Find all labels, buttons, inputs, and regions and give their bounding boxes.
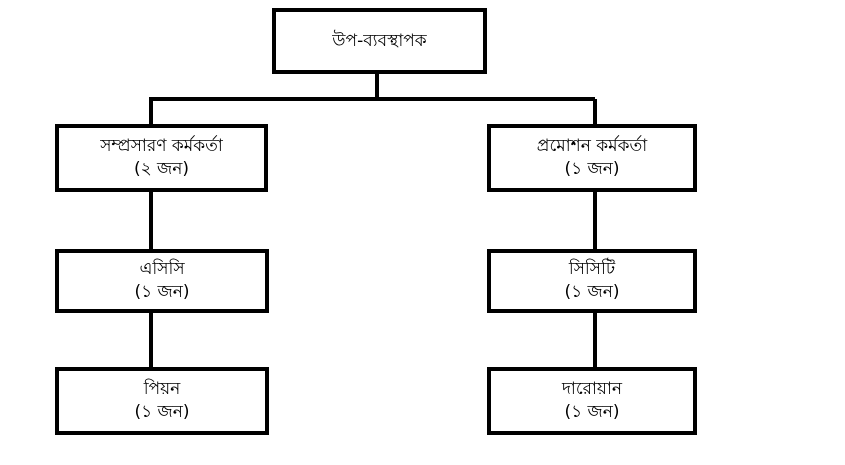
promotion-officer-node: প্রমোশন কর্মকর্তা (১ জন) [487,124,697,192]
node-count: (১ জন) [134,402,190,422]
node-title: প্রমোশন কর্মকর্তা [536,136,648,157]
peon-node: পিয়ন (১ জন) [55,367,269,435]
extension-officer-node: সম্প্রসারণ কর্মকর্তা (২ জন) [55,124,268,192]
node-count: (২ জন) [133,159,190,179]
node-title: সিসিটি [568,259,616,280]
node-count: (১ জন) [564,159,620,179]
node-title: দারোয়ান [561,379,623,400]
acc-node: এসিসি (১ জন) [55,249,269,313]
node-title: উপ-ব্যবস্থাপক [332,30,427,51]
node-count: (১ জন) [564,282,620,302]
node-title: পিয়ন [143,379,181,400]
deputy-manager-node: উপ-ব্যবস্থাপক [272,8,487,74]
cct-node: সিসিটি (১ জন) [487,249,697,313]
guard-node: দারোয়ান (১ জন) [487,367,697,435]
node-count: (১ জন) [134,282,190,302]
node-count: (১ জন) [564,402,620,422]
node-title: সম্প্রসারণ কর্মকর্তা [100,136,223,157]
node-title: এসিসি [139,259,185,280]
